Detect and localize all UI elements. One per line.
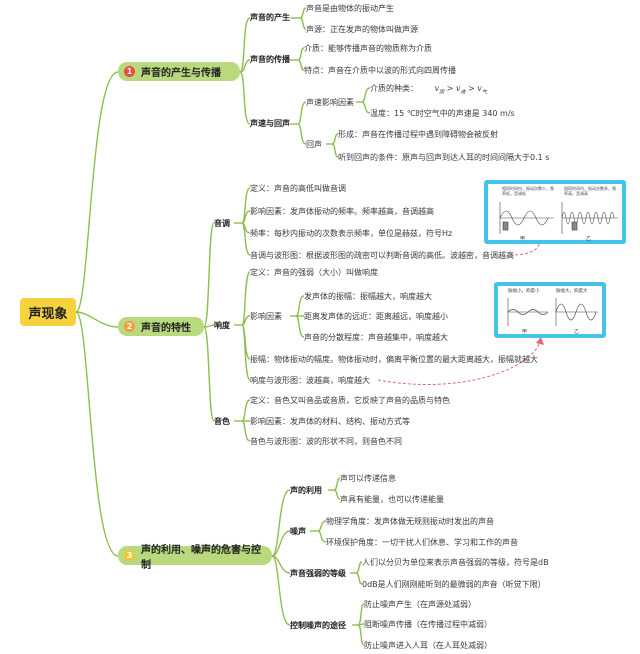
- leaf-text: 物理学角度：发声体做无规则振动时发出的声音: [326, 517, 494, 526]
- node-sound-propagation: 声音的传播: [250, 55, 290, 64]
- formula-v: v: [434, 84, 440, 93]
- leaf-text: 声源：正在发声的物体叫做声源: [306, 25, 418, 34]
- leaf-text: 防止噪声进入人耳（在人耳处减弱）: [364, 641, 492, 650]
- leaf-text: 响度与波形图：波越高，响度越大: [250, 376, 370, 385]
- leaf-text: 频率：每秒内振动的次数表示频率，单位是赫兹，符号Hz: [250, 229, 453, 238]
- node-sound-use: 声的利用: [290, 486, 322, 495]
- leaf-text: 定义：音色又叫音品或音质，它反映了声音的品质与特色: [250, 396, 450, 405]
- node-timbre: 音色: [214, 417, 230, 426]
- leaf-text: 定义：声音的高低叫做音调: [250, 184, 346, 193]
- loudness-waveform-figure: 振幅小，响度小 振幅大，响度大 甲 乙: [494, 282, 606, 338]
- branch-title: 声的利用、噪声的危害与控制: [141, 544, 261, 571]
- formula-v: v: [455, 84, 461, 93]
- formula-gt: >: [467, 84, 475, 93]
- branch-sound-production-propagation: 1 声音的产生与传播: [118, 62, 240, 81]
- node-speed-factors: 声速影响因素: [306, 98, 354, 107]
- loud-right-label: 乙: [574, 329, 580, 335]
- formula-sub-gas: 气: [481, 89, 487, 96]
- leaf-text: 人们以分贝为单位来表示声音强弱的等级，符号是dB: [362, 558, 549, 567]
- branch-sound-characteristics: 2 声音的特性: [118, 317, 204, 336]
- leaf-text: 音色与波形图：波的形状不同，则音色不同: [250, 437, 402, 446]
- leaf-text: 温度：15 ℃时空气中的声速是 340 m/s: [370, 109, 515, 118]
- formula-sub-solid: 固: [439, 89, 445, 96]
- leaf-text: 距离发声体的远近：距离越远，响度越小: [304, 312, 448, 321]
- formula-sub-liquid: 液: [460, 89, 466, 96]
- leaf-text: 声音是由物体的振动产生: [306, 4, 394, 13]
- medium-label: 介质的种类：: [370, 84, 418, 93]
- loud-left-label: 甲: [522, 329, 528, 335]
- node-speed-echo: 声速与回声: [250, 119, 290, 128]
- leaf-text: 音调与波形图：根据波形图的疏密可以判断音调的高低。波越密，音调越高: [250, 251, 514, 260]
- formula-gt: >: [446, 84, 454, 93]
- leaf-text: 形成：声音在传播过程中遇到障碍物会被反射: [338, 130, 498, 139]
- root-label: 声现象: [28, 306, 68, 322]
- pitch-right-label: 乙: [586, 236, 592, 242]
- node-echo: 回声: [306, 140, 322, 149]
- leaf-text: 阻断噪声传播（在传播过程中减弱）: [364, 620, 492, 629]
- pitch-right-caption: 相同时间内，振动次数多，频率高，音调高: [564, 186, 616, 196]
- leaf-text: 特点：声音在介质中以波的形式向四周传播: [304, 66, 456, 75]
- leaf-text: 声可以传递信息: [340, 474, 396, 483]
- leaf-text: 定义：声音的强弱（大小）叫做响度: [250, 268, 378, 277]
- loud-left-caption: 振幅小，响度小: [508, 289, 540, 294]
- node-sound-levels: 声音强弱的等级: [290, 569, 346, 578]
- node-noise: 噪声: [290, 527, 306, 536]
- branch-title: 声音的产生与传播: [141, 68, 221, 79]
- leaf-text: 影响因素：发声体振动的频率。频率越高，音调越高: [250, 207, 434, 216]
- leaf-text: 0dB是人们刚刚能听到的最微弱的声音（听觉下限）: [362, 580, 546, 589]
- branch-use-noise-control: 3 声的利用、噪声的危害与控制: [118, 545, 272, 571]
- leaf-text: 听到回声的条件：原声与回声到达人耳的时间间隔大于0.1 s: [338, 153, 550, 162]
- leaf-text: 环境保护角度：一切干扰人们休息、学习和工作的声音: [326, 538, 518, 547]
- node-noise-control: 控制噪声的途径: [290, 621, 346, 630]
- node-loudness: 响度: [214, 321, 230, 330]
- node-pitch: 音调: [214, 219, 230, 228]
- leaf-text: 声音的分散程度：声音越集中，响度越大: [304, 333, 448, 342]
- branch-number-badge: 1: [124, 66, 135, 77]
- formula-v: v: [477, 84, 482, 93]
- branch-number-badge: 2: [124, 321, 135, 332]
- leaf-text: 防止噪声产生（在声源处减弱）: [364, 600, 476, 609]
- node-sound-generation: 声音的产生: [250, 13, 290, 22]
- leaf-text: 发声体的振幅：振幅越大，响度越大: [304, 292, 432, 301]
- leaf-medium-type: 介质的种类： v固 > v液 > v气: [370, 83, 487, 99]
- root-node: 声现象: [20, 298, 76, 326]
- leaf-text: 振幅：物体振动的幅度。物体振动时，偏离平衡位置的最大距离越大，振幅就越大: [250, 355, 538, 364]
- leaf-text: 介质：能够传播声音的物质称为介质: [304, 44, 432, 53]
- pitch-waveform-figure: 相同时间内，振动次数少，频率低，音调低 相同时间内，振动次数多，频率高，音调高 …: [484, 180, 626, 244]
- pitch-waves: [499, 202, 618, 234]
- branch-title: 声音的特性: [141, 323, 191, 334]
- loudness-waves: [507, 298, 598, 326]
- loud-right-caption: 振幅大，响度大: [556, 289, 588, 294]
- branch-number-badge: 3: [124, 550, 135, 561]
- pitch-left-caption: 相同时间内，振动次数少，频率低，音调低: [502, 186, 554, 196]
- pitch-left-label: 甲: [520, 236, 526, 242]
- leaf-text: 声具有能量，也可以传递能量: [340, 495, 444, 504]
- speed-formula: v固 > v液 > v气: [434, 84, 487, 96]
- node-loudness-factors: 影响因素: [250, 312, 282, 321]
- leaf-text: 影响因素：发声体的材料、结构、振动方式等: [250, 417, 410, 426]
